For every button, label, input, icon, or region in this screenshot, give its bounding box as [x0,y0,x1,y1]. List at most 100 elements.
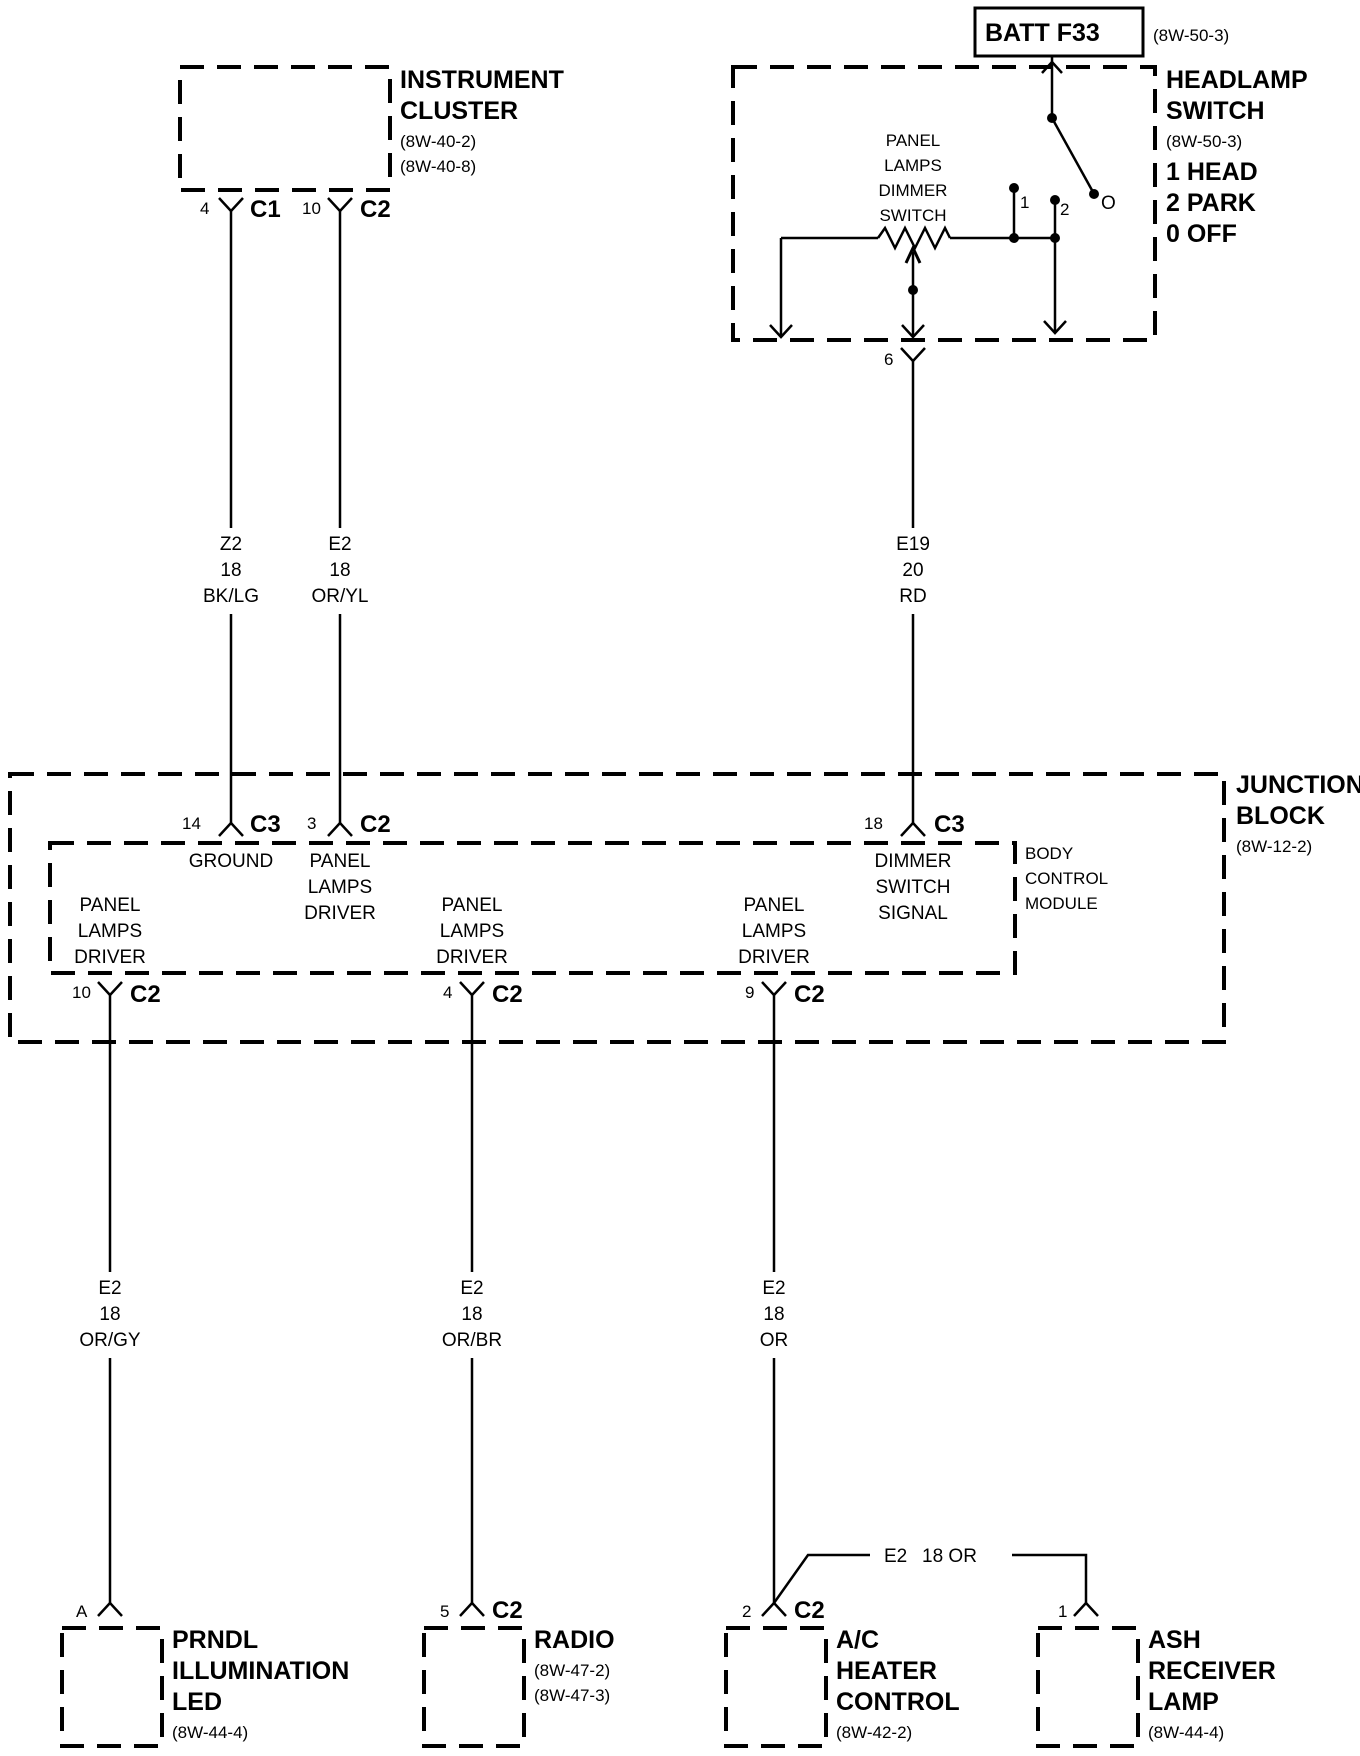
jb-driver-top-terminal [327,821,353,837]
dimmer-label-3: DIMMER [879,181,948,200]
jb-out-1-signal-1: PANEL [80,895,141,916]
cluster-c1-pin: 4 [200,199,209,218]
instrument-cluster-name-1: INSTRUMENT [400,66,564,94]
jb-dimmer-pin: 18 [864,814,883,833]
dimmer-label-2: LAMPS [884,156,942,175]
ground-wire-gauge: 18 [220,560,241,581]
ground-wire-color: BK/LG [203,586,259,607]
cluster-c1-name: C1 [250,196,281,223]
radio-ref-2: (8W-47-3) [534,1686,610,1705]
jb-out-2-name: C2 [492,981,523,1008]
ac-terminal [761,1601,787,1617]
instrument-cluster-name-2: CLUSTER [400,97,518,125]
jb-out-2-terminal [459,981,485,997]
ac-name-3: CONTROL [836,1688,960,1716]
instrument-cluster-box [178,65,392,192]
radio-name: RADIO [534,1626,615,1654]
headlamp-switch-ref: (8W-50-3) [1166,132,1242,151]
bcm-name-3: MODULE [1025,894,1098,913]
cluster-feed-wire-gauge: 18 [329,560,350,581]
jb-dimmer-signal-3: SIGNAL [878,903,948,924]
headlamp-switch-pos-head: 1 HEAD [1166,158,1258,186]
prndl-box [60,1626,164,1748]
headlamp-switch-name-2: SWITCH [1166,97,1265,125]
instrument-cluster-ref-1: (8W-40-2) [400,132,476,151]
radio-wire-color: OR/BR [442,1330,502,1351]
ash-name-2: RECEIVER [1148,1657,1276,1685]
junction-block-name-1: JUNCTION [1236,771,1360,799]
radio-wire-gauge: 18 [461,1304,482,1325]
jb-dimmer-signal-1: DIMMER [874,851,951,872]
junction-block-name-2: BLOCK [1236,802,1325,830]
jb-driver-top-pin: 3 [307,814,316,833]
jb-out-2-signal-2: LAMPS [440,921,504,942]
jb-out-1-pin: 10 [72,983,91,1002]
ash-ref: (8W-44-4) [1148,1723,1224,1742]
jb-out-3-terminal [761,981,787,997]
radio-pin: 5 [440,1602,449,1621]
prndl-wire-color: OR/GY [79,1330,141,1351]
dimmer-wire-gauge: 20 [902,560,923,581]
jb-out-3-signal-2: LAMPS [742,921,806,942]
switch-contact-1-label: 1 [1020,193,1029,212]
jb-ground-terminal [218,821,244,837]
battery-fuse-label: BATT F33 [985,19,1100,47]
jb-out-2-signal-1: PANEL [442,895,503,916]
jb-out-1-signal-2: LAMPS [78,921,142,942]
dimmer-label-1: PANEL [886,131,941,150]
cluster-c2-terminal [327,197,353,213]
ash-pin: 1 [1058,1602,1067,1621]
battery-fuse-ref: (8W-50-3) [1153,26,1229,45]
cluster-feed-wire-color: OR/YL [311,586,368,607]
bcm-box [48,841,1017,975]
jb-out-3-pin: 9 [745,983,754,1002]
radio-terminal [459,1601,485,1617]
switch-output-arrow-icon [1043,320,1067,335]
ash-wire-right [1012,1553,1088,1603]
jb-out-1-name: C2 [130,981,161,1008]
junction-block-ref: (8W-12-2) [1236,837,1312,856]
ash-wire-circuit: E2 [884,1546,907,1567]
ac-wire-gauge: 18 [763,1304,784,1325]
switch-contact-off-label: O [1101,193,1116,214]
jb-out-1-terminal [97,981,123,997]
prndl-name-2: ILLUMINATION [172,1657,349,1685]
ac-conn-name: C2 [794,1597,825,1624]
ac-name-2: HEATER [836,1657,937,1685]
jb-driver-top-signal-2: LAMPS [308,877,372,898]
jb-out-3-name: C2 [794,981,825,1008]
ash-wire-gauge-color: 18 OR [922,1546,977,1567]
ash-box [1036,1626,1140,1748]
ash-name-3: LAMP [1148,1688,1219,1716]
ash-wire-left [772,1553,870,1604]
switch-blade [1050,117,1095,193]
bcm-name-1: BODY [1025,844,1073,863]
ac-pin: 2 [742,1602,751,1621]
instrument-cluster-ref-2: (8W-40-8) [400,157,476,176]
battery-fuse-box [973,6,1145,58]
jb-driver-top-signal-3: DRIVER [304,903,376,924]
switch-contact-off-dot [1089,189,1099,199]
cluster-c2-pin: 10 [302,199,321,218]
ac-name-1: A/C [836,1626,879,1654]
jb-out-2-signal-3: DRIVER [436,947,508,968]
jb-out-3-signal-3: DRIVER [738,947,810,968]
jb-ground-name: C3 [250,811,281,838]
radio-box [422,1626,526,1748]
dimmer-label-4: SWITCH [879,206,946,225]
jb-out-3-signal-1: PANEL [744,895,805,916]
ash-terminal [1073,1601,1099,1617]
radio-conn-name: C2 [492,1597,523,1624]
headlamp-switch-pos-off: 0 OFF [1166,220,1237,248]
prndl-wire-circuit: E2 [98,1278,121,1299]
switch-pin-6-terminal [900,347,926,363]
ac-wire-color: OR [760,1330,789,1351]
switch-contact-2-label: 2 [1060,200,1069,219]
cluster-feed-wire-circuit: E2 [328,534,351,555]
dimmer-wire-color: RD [899,586,926,607]
prndl-name-3: LED [172,1688,222,1716]
prndl-pin: A [76,1602,88,1621]
dimmer-left-arrow-icon [769,324,793,339]
jb-dimmer-signal-2: SWITCH [876,877,951,898]
